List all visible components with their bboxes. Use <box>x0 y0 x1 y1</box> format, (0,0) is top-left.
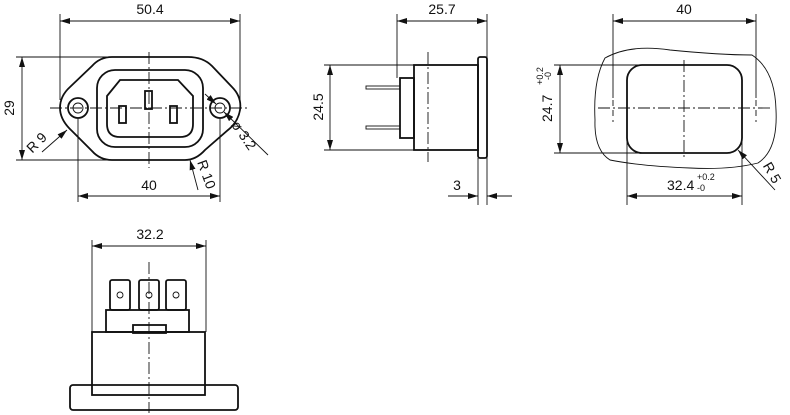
tol-height-lower: -0 <box>543 72 553 80</box>
flange-outline <box>59 56 242 161</box>
panel-cutout-view: 40 24.7 +0.2 -0 32.4 +0.2 -0 R 5 <box>535 1 785 205</box>
dim-height: 29 <box>1 100 17 116</box>
dim-radius-bottom: R 10 <box>194 158 219 191</box>
front-view: 50.4 29 40 R 9 R 10 ø 3.2 <box>1 1 269 202</box>
bottom-rear <box>105 309 190 333</box>
pin-live <box>169 105 178 124</box>
side-pin-top <box>365 85 401 90</box>
cutout-rect <box>626 64 743 154</box>
tol-width-upper: +0.2 <box>697 172 715 182</box>
bottom-view: 32.2 <box>69 226 239 413</box>
tol-width-lower: -0 <box>697 183 705 193</box>
panel-outline <box>594 47 777 169</box>
dim-flange-thickness: 3 <box>453 177 461 193</box>
dim-depth: 25.7 <box>428 1 455 17</box>
socket-rim <box>96 69 204 148</box>
dim-body-height: 24.5 <box>310 93 326 120</box>
dim-radius-left: R 9 <box>23 129 50 156</box>
side-body <box>413 64 479 151</box>
dim-cutout-hole-spacing: 40 <box>676 1 692 17</box>
tab-right <box>165 279 187 311</box>
side-pin-bottom <box>365 125 401 130</box>
dim-bottom-width: 32.2 <box>136 226 163 242</box>
bottom-flange <box>69 384 239 411</box>
side-rear <box>399 77 415 139</box>
side-flange <box>477 56 488 159</box>
dim-width-overall: 50.4 <box>136 1 163 17</box>
dim-hole-diameter: ø 3.2 <box>228 117 260 152</box>
pin-earth <box>144 90 153 110</box>
tab-left <box>109 279 131 311</box>
dim-cutout-height: 24.7 <box>539 95 555 122</box>
c14-inlet-shape <box>106 79 194 138</box>
bottom-clip <box>132 324 167 334</box>
tol-height-upper: +0.2 <box>535 67 545 85</box>
pin-neutral <box>118 105 127 124</box>
dim-cutout-width: 32.4 <box>667 177 694 193</box>
side-view: 25.7 24.5 3 <box>310 1 512 205</box>
dim-hole-spacing: 40 <box>141 177 157 193</box>
dim-corner-radius: R 5 <box>760 159 785 186</box>
